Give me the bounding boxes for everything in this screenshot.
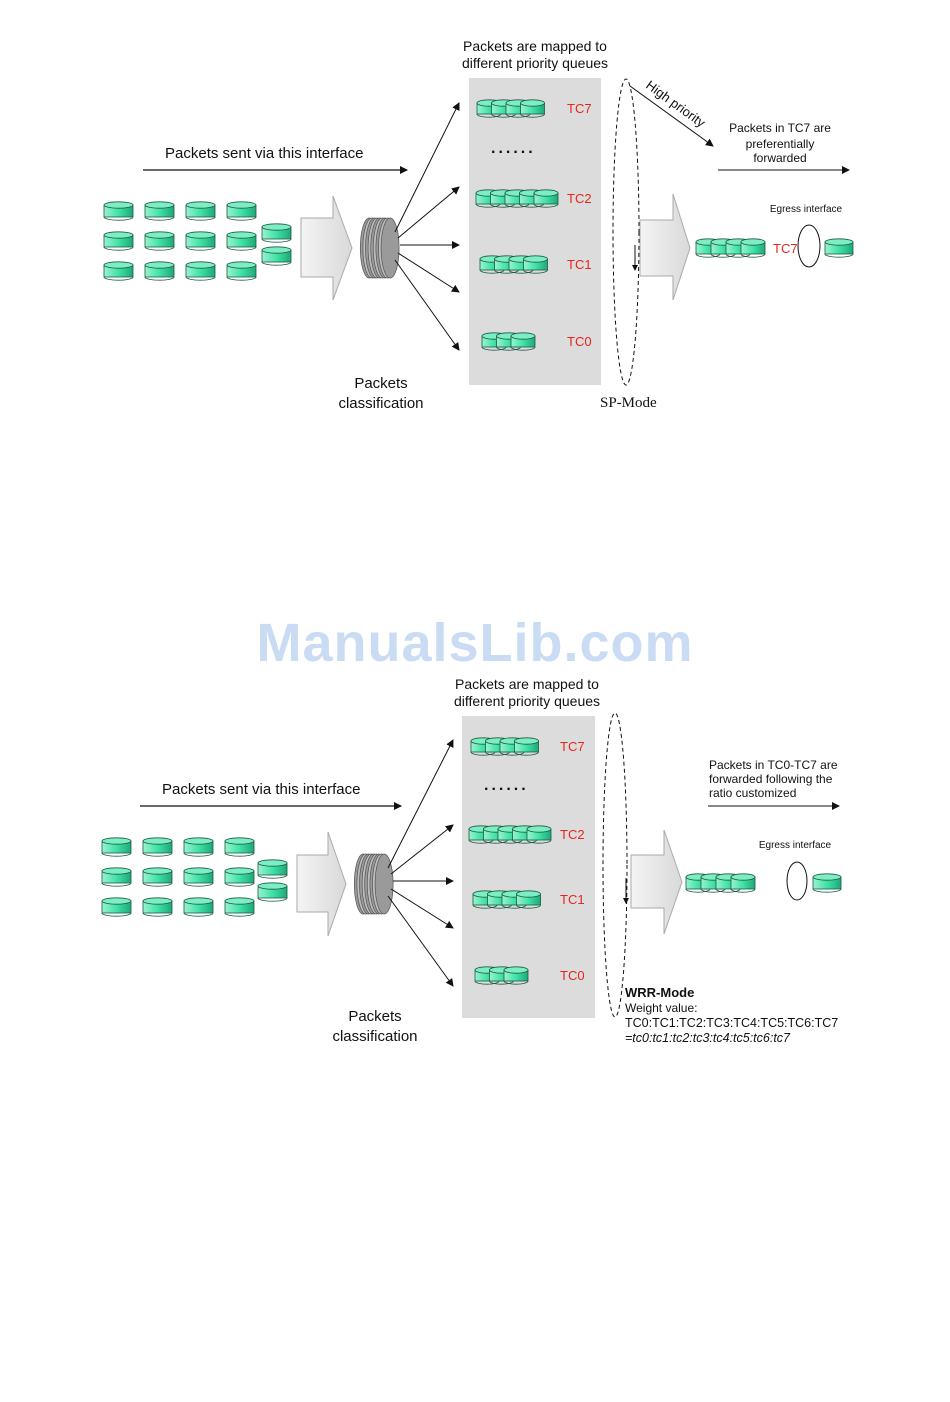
wrr-sent-label: Packets sent via this interface: [162, 781, 360, 798]
packet-icon: [526, 825, 552, 844]
sp-incoming-packets: [103, 201, 292, 281]
sp-ellipsis: ......: [491, 140, 536, 157]
packet-icon: [224, 897, 255, 917]
wrr-big-arrow-left: [296, 831, 347, 937]
packet-icon: [261, 223, 292, 243]
packet-icon: [226, 261, 257, 281]
sp-scheduler-loop: [612, 78, 640, 386]
wrr-incoming-packets: [101, 837, 288, 917]
sp-note-line1: Packets in TC7 are: [729, 121, 831, 135]
packet-icon: [257, 859, 288, 879]
sp-egress-label: Egress interface: [770, 204, 843, 215]
packet-icon: [101, 837, 132, 857]
packet-icon: [185, 261, 216, 281]
packet-icon: [824, 238, 854, 258]
packet-icon: [185, 231, 216, 251]
wrr-note-line2: forwarded following the: [709, 772, 833, 786]
packet-icon: [514, 737, 539, 756]
sp-outgoing-packets: [695, 238, 854, 258]
wrr-note-line3: ratio customized: [709, 786, 796, 800]
wrr-egress-interface: [786, 861, 808, 901]
queue-label-tc0: TC0: [567, 334, 592, 349]
packet-icon: [103, 201, 134, 221]
sp-high-priority-arrow: [629, 85, 714, 147]
wrr-diagram: Packets are mapped to different priority…: [101, 676, 842, 1045]
wrr-weight-label: Weight value:: [625, 1001, 698, 1015]
wrr-fan-arrows: [387, 739, 454, 987]
watermark: ManualsLib.com: [256, 613, 694, 673]
packet-icon: [510, 332, 536, 351]
packet-icon: [101, 897, 132, 917]
wrr-mode-label: WRR-Mode: [625, 985, 694, 1000]
queue-label-tc2: TC2: [567, 191, 592, 206]
packet-icon: [224, 867, 255, 887]
wrr-weight-line2: =tc0:tc1:tc2:tc3:tc4:tc5:tc6:tc7: [625, 1031, 791, 1045]
queue-label-tc7: TC7: [567, 101, 592, 116]
sp-big-arrow-left: [300, 195, 353, 301]
sp-sent-label: Packets sent via this interface: [165, 145, 363, 162]
sp-fan-arrows: [394, 102, 460, 351]
queue-label-tc1: TC1: [567, 257, 592, 272]
packet-icon: [144, 261, 175, 281]
packet-icon: [144, 201, 175, 221]
packet-icon: [142, 867, 173, 887]
packet-icon: [183, 897, 214, 917]
queue-label-tc7: TC7: [560, 739, 585, 754]
sp-title-line2: different priority queues: [462, 55, 608, 71]
wrr-classification-line2: classification: [332, 1028, 417, 1045]
sp-big-arrow-right: [639, 193, 691, 301]
wrr-scheduler-loop: [602, 712, 628, 1018]
packet-icon: [142, 837, 173, 857]
packet-icon: [226, 201, 257, 221]
sp-classification-line1: Packets: [354, 375, 407, 392]
wrr-classifier-coil: [353, 853, 394, 915]
sp-mode-label: SP-Mode: [600, 395, 657, 411]
queue-label-tc2: TC2: [560, 827, 585, 842]
sp-high-priority-label: High priority: [643, 77, 708, 130]
wrr-weight-line1: TC0:TC1:TC2:TC3:TC4:TC5:TC6:TC7: [625, 1016, 838, 1030]
wrr-egress-label: Egress interface: [759, 840, 832, 851]
packet-icon: [730, 873, 756, 893]
packet-icon: [533, 189, 559, 208]
packet-icon: [503, 966, 529, 985]
wrr-ellipsis: ......: [484, 777, 529, 794]
sp-classification-line2: classification: [338, 395, 423, 412]
packet-icon: [144, 231, 175, 251]
sp-egress-tc: TC7: [773, 241, 798, 256]
packet-icon: [183, 837, 214, 857]
wrr-title-line1: Packets are mapped to: [455, 676, 599, 692]
packet-icon: [523, 255, 548, 274]
sp-diagram: Packets are mapped to different priority…: [103, 38, 854, 412]
queue-label-tc1: TC1: [560, 892, 585, 907]
wrr-outgoing-packets: [685, 873, 842, 893]
packet-icon: [101, 867, 132, 887]
wrr-note-line1: Packets in TC0-TC7 are: [709, 758, 838, 772]
wrr-title-line2: different priority queues: [454, 693, 600, 709]
wrr-classification-line1: Packets: [348, 1008, 401, 1025]
packet-icon: [520, 99, 545, 118]
packet-icon: [812, 873, 842, 893]
packet-icon: [103, 231, 134, 251]
packet-icon: [261, 246, 292, 266]
packet-icon: [185, 201, 216, 221]
sp-egress-interface: [797, 224, 821, 268]
sp-note-line3: forwarded: [753, 151, 806, 165]
packet-icon: [740, 238, 766, 258]
packet-icon: [224, 837, 255, 857]
packet-icon: [142, 897, 173, 917]
wrr-big-arrow-right: [630, 829, 683, 935]
packet-icon: [226, 231, 257, 251]
packet-icon: [257, 882, 288, 902]
packet-icon: [183, 867, 214, 887]
packet-icon: [516, 890, 541, 909]
packet-icon: [103, 261, 134, 281]
sp-note-line2: preferentially: [746, 137, 815, 151]
queue-label-tc0: TC0: [560, 968, 585, 983]
sp-classifier-coil: [359, 217, 400, 279]
sp-title-line1: Packets are mapped to: [463, 38, 607, 54]
